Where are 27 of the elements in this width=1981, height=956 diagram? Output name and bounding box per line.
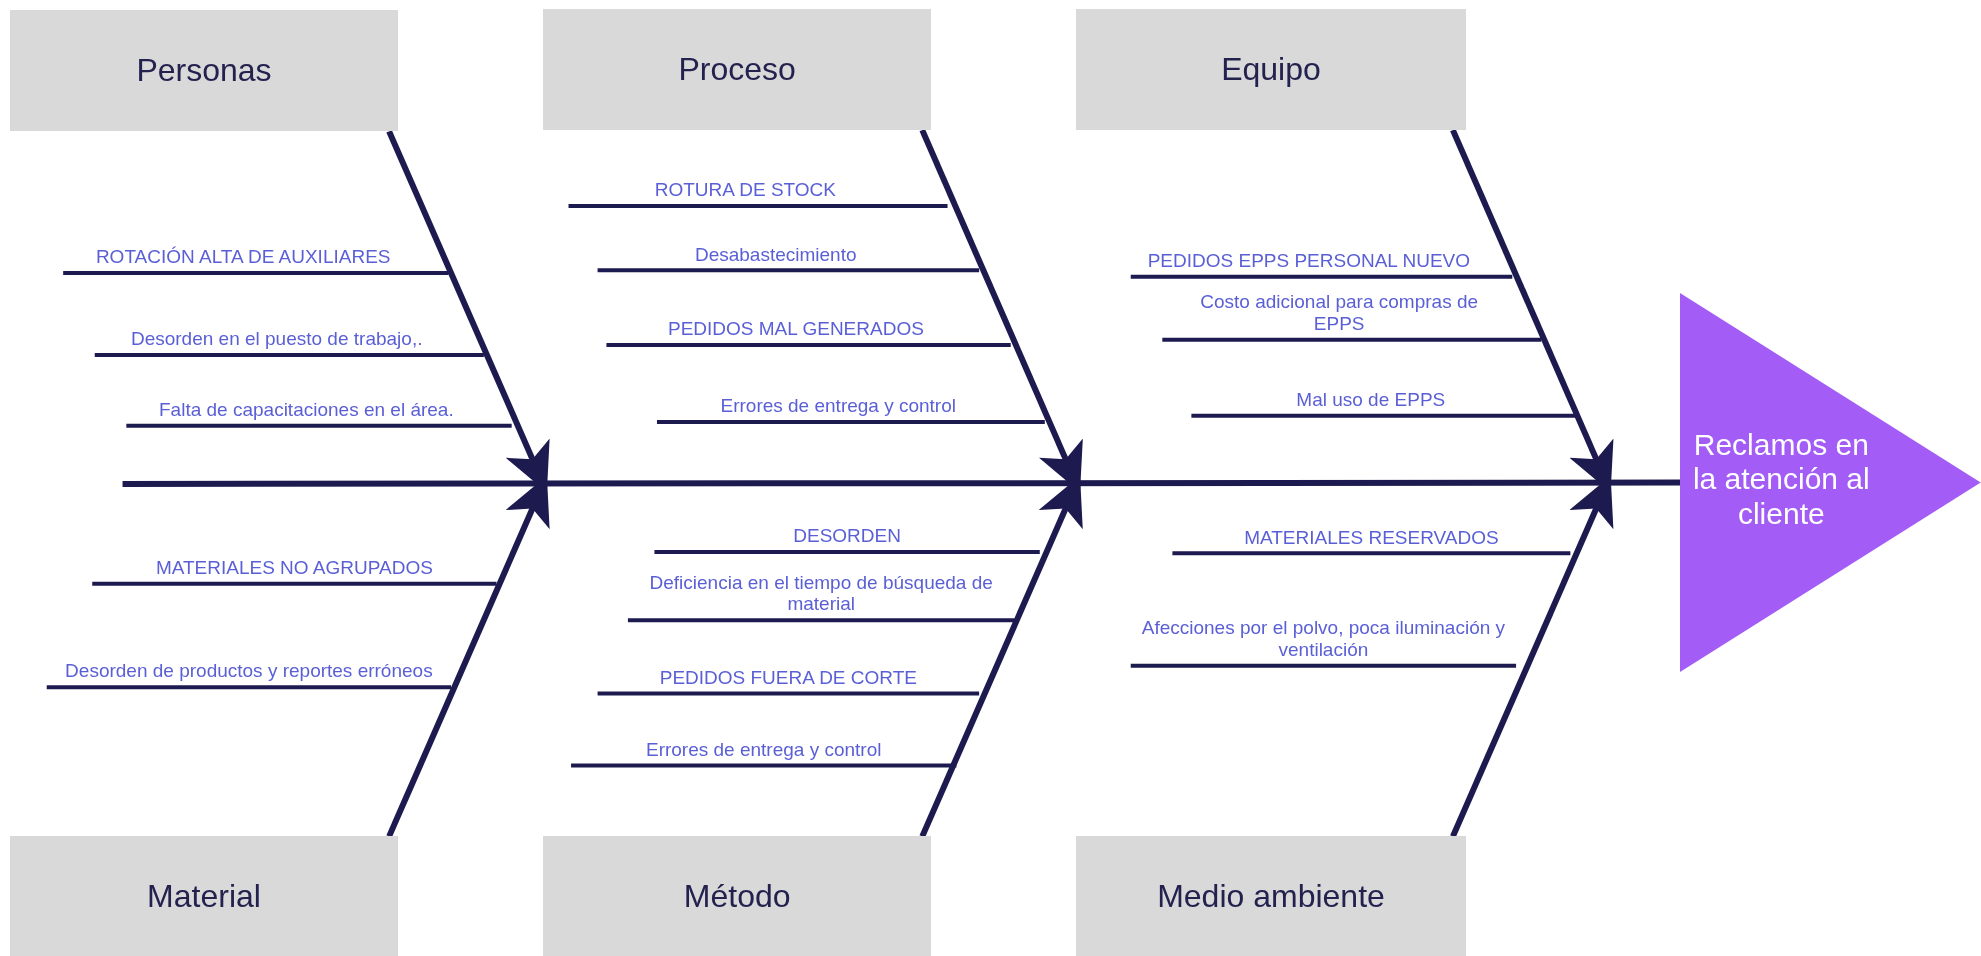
cause-label: MATERIALES RESERVADOS — [1243, 526, 1500, 549]
cause-label: PEDIDOS EPPS PERSONAL NUEVO — [1146, 249, 1472, 272]
cause-label: Falta de capacitaciones en el área. — [158, 398, 455, 421]
cause-label: Costo adicional para compras de EPPS — [1199, 291, 1480, 335]
cause-label: PEDIDOS FUERA DE CORTE — [658, 666, 918, 689]
cause-label: ROTACIÓN ALTA DE AUXILIARES — [94, 246, 392, 268]
category-box: Método — [543, 836, 932, 956]
cause-label: PEDIDOS MAL GENERADOS — [667, 318, 925, 340]
cause-label: Desorden de productos y reportes erróneos — [64, 660, 434, 683]
category-box: Equipo — [1076, 8, 1466, 131]
cause-label: Deficiencia en el tiempo de búsqueda de material — [648, 571, 994, 616]
cause-label: MATERIALES NO AGRUPADOS — [154, 556, 434, 579]
bone-arrow — [919, 475, 1083, 838]
category-box: Medio ambiente — [1076, 836, 1466, 956]
cause-label: Errores de entrega y control — [644, 738, 883, 761]
cause-label: Desorden en el puesto de trabajo,. — [129, 328, 424, 350]
category-box: Proceso — [543, 8, 932, 131]
category-box: Material — [10, 836, 398, 956]
effect-label: Reclamos en la atención al cliente — [1691, 427, 1871, 532]
cause-label: Desabastecimiento — [693, 243, 858, 266]
cause-label: DESORDEN — [792, 525, 902, 548]
category-box: Personas — [10, 10, 398, 132]
spine-line — [122, 479, 1681, 487]
cause-label: Afecciones por el polvo, poca iluminación y ventilación — [1140, 617, 1506, 661]
cause-label: Errores de entrega y control — [719, 395, 957, 417]
cause-label: ROTURA DE STOCK — [653, 179, 837, 201]
cause-label: Mal uso de EPPS — [1295, 388, 1447, 411]
